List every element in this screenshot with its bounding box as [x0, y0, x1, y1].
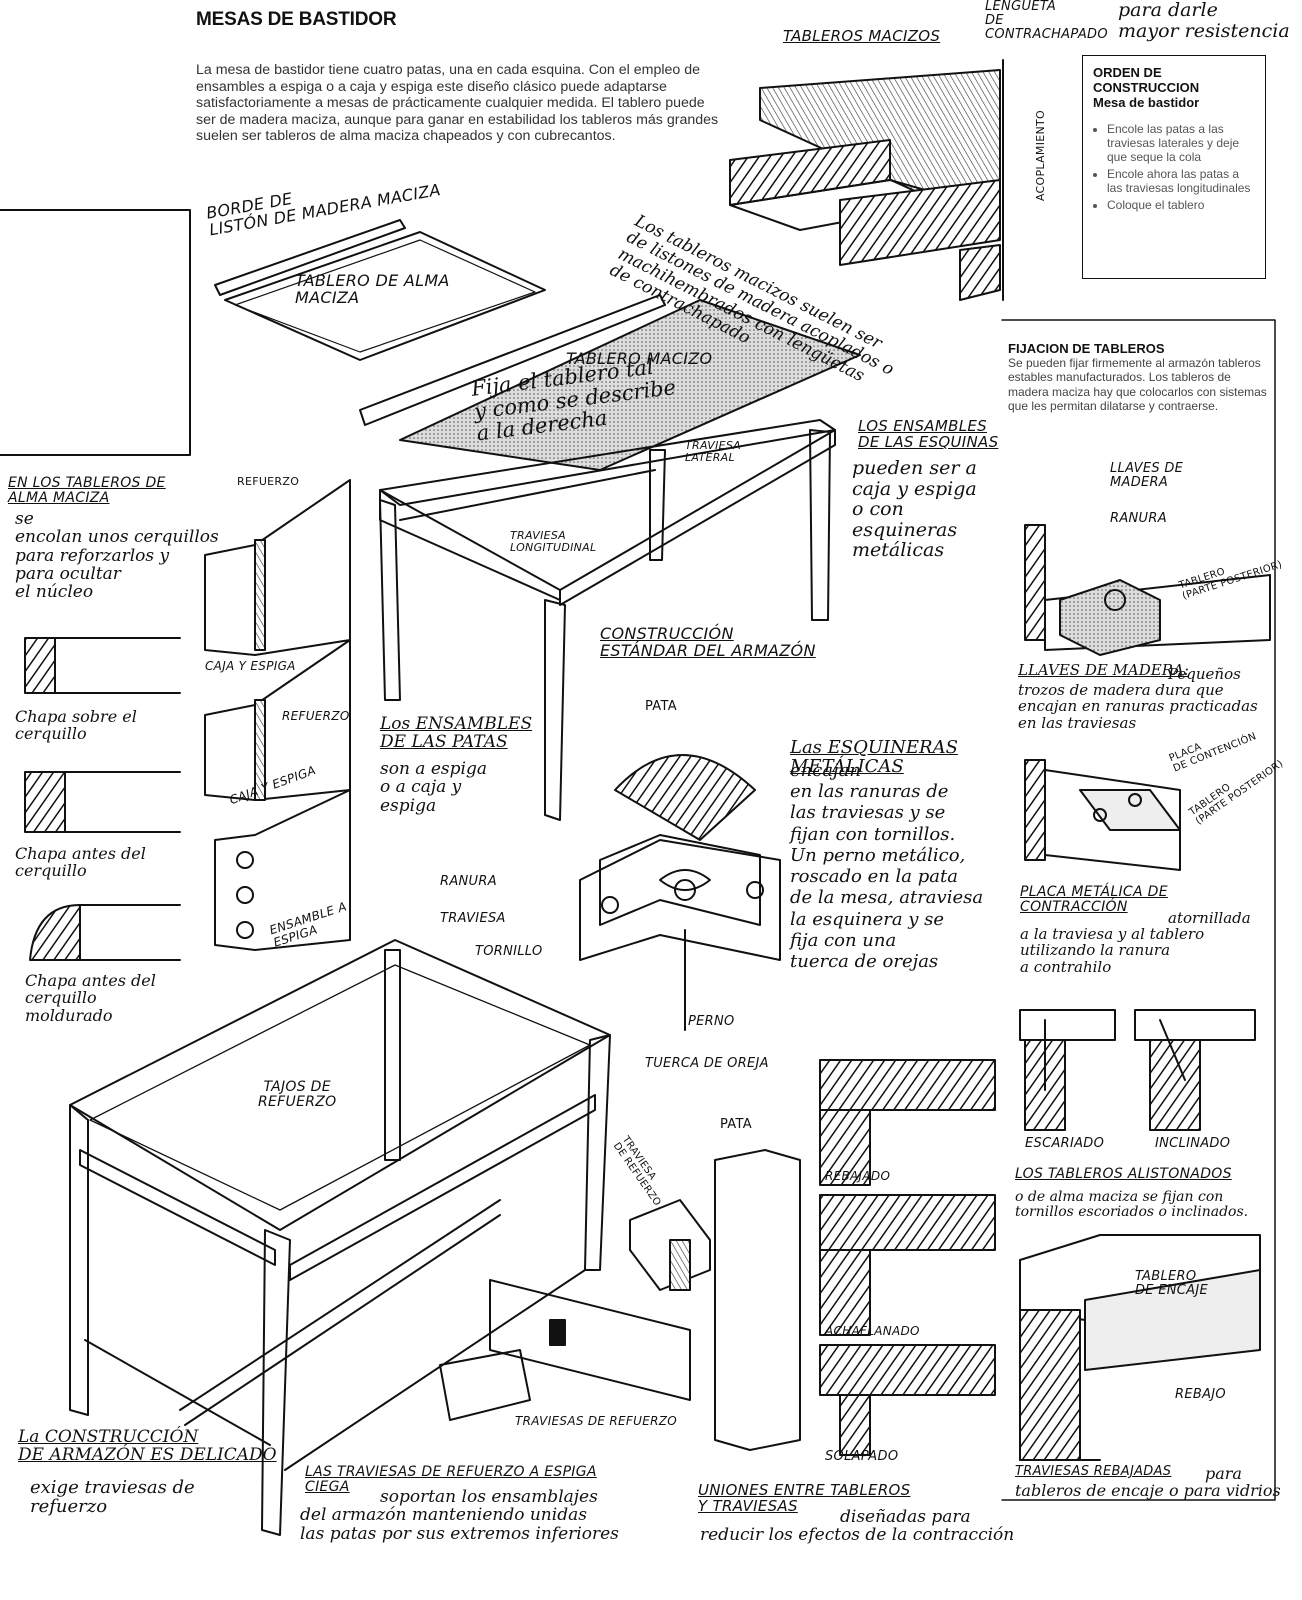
label-rebajo: REBAJO — [1175, 1387, 1226, 1402]
label-chapa-3: Chapa antes del cerquillo moldurado — [25, 971, 156, 1025]
rail-joint-sections-drawing — [819, 1059, 996, 1456]
label-ensambles-esquinas-note: pueden ser a caja y espiga o con esquine… — [852, 457, 977, 562]
contraction-plate-drawing — [1024, 759, 1181, 871]
label-lengueta-note: para darle mayor resistencia — [1118, 0, 1290, 42]
label-solapado: SOLAPADO — [825, 1449, 899, 1464]
label-delicado-note: exige traviesas de refuerzo — [30, 1477, 195, 1518]
label-placa-note-title: PLACA METÁLICA DE CONTRACCIÓN — [1020, 884, 1168, 916]
label-caja-espiga-1: CAJA Y ESPIGA — [205, 659, 296, 673]
order-step: Encole las patas a las traviesas lateral… — [1107, 122, 1255, 164]
label-refuerzo-1: REFUERZO — [237, 475, 300, 488]
label-traviesa: TRAVIESA — [440, 911, 506, 926]
stretcher-table-drawing — [69, 939, 611, 1536]
veneered-board-drawing — [214, 219, 546, 361]
page-title: MESAS DE BASTIDOR — [196, 9, 397, 30]
rebated-rail-drawing — [1019, 1234, 1261, 1461]
label-rebajadas-note: para tableros de encaje o para vidrios — [1015, 1464, 1281, 1501]
label-alma-maciza-note: se encolan unos cerquillos para reforzar… — [15, 509, 219, 603]
label-ranura-2: RANURA — [1110, 511, 1167, 526]
label-escariado: ESCARIADO — [1025, 1136, 1105, 1151]
intro-paragraph: La mesa de bastidor tiene cuatro patas, … — [196, 62, 719, 145]
label-placa-note: atornillada a la traviesa y al tablero u… — [1020, 909, 1251, 976]
label-chapa-2: Chapa antes del cerquillo — [15, 844, 146, 881]
order-step: Encole ahora las patas a las traviesas l… — [1107, 167, 1255, 195]
fix-box-title: FIJACION DE TABLEROS — [1008, 341, 1165, 356]
order-box-title: ORDEN DE CONSTRUCCION — [1093, 65, 1200, 95]
fix-box-text: Se pueden fijar firmemente al armazón ta… — [1008, 356, 1267, 414]
label-uniones-note: diseñadas para reducir los efectos de la… — [700, 1507, 1015, 1546]
label-ranura: RANURA — [440, 874, 497, 889]
label-tablero-alma: TABLERO DE ALMA MACIZA — [295, 271, 450, 308]
label-ciega-note: soportan los ensamblajes del armazón man… — [300, 1487, 619, 1544]
label-tablero-macizo: TABLERO MACIZO — [566, 349, 713, 368]
label-acoplamiento: ACOPLAMIENTO — [1034, 110, 1047, 202]
label-ensambles-patas-title: Los ENSAMBLES DE LAS PATAS — [380, 714, 533, 753]
corner-bracket-drawing — [579, 754, 781, 1031]
label-alma-maciza-title: En LOS TABLEROS DE ALMA MACIZA — [8, 475, 166, 507]
order-box-subtitle: Mesa de bastidor — [1093, 95, 1200, 110]
label-llaves-note-title: LLAVES DE MADERA: — [1018, 661, 1189, 679]
label-rebajadas-title: TRAVIESAS REBAJADAS — [1015, 1464, 1172, 1479]
fix-box: FIJACION DE TABLEROS Se pueden fijar fir… — [1008, 341, 1270, 414]
label-inclinado: INCLINADO — [1155, 1136, 1231, 1151]
label-perno: PERNO — [688, 1014, 735, 1029]
label-rebajado: REBAJADO — [825, 1169, 891, 1183]
standard-frame-drawing — [359, 294, 861, 821]
left-side-frame — [0, 209, 191, 456]
order-box: ORDEN DE CONSTRUCCION Mesa de bastidor E… — [1082, 55, 1266, 279]
label-tuerca: TUERCA DE OREJA — [645, 1056, 769, 1071]
label-pata-2: PATA — [720, 1117, 752, 1132]
label-llaves-note: Pequeños trozos de madera dura que encaj… — [1018, 665, 1258, 732]
screw-detail-drawing — [1019, 1009, 1256, 1131]
right-panel-frame — [1001, 319, 1276, 1501]
label-alistonados-note: o de alma maciza se fijan con tornillos … — [1015, 1189, 1249, 1221]
label-tornillo: TORNILLO — [475, 944, 543, 959]
label-pata: PATA — [645, 699, 677, 714]
wooden-key-drawing — [1024, 524, 1271, 656]
label-traviesas-refuerzo: TRAVIESAS DE REFUERZO — [515, 1414, 677, 1428]
label-uniones-title: UNIONES ENTRE TABLEROS Y TRAVIESAS — [698, 1481, 911, 1516]
label-ensambles-esquinas: LOS ENSAMBLES DE LAS ESQUINAS — [858, 417, 999, 452]
label-esquineras-title: Las ESQUINERAS METÁLICAS — [790, 737, 958, 778]
label-ciega-title: LAS TRAVIESAS DE REFUERZO A ESPIGA CIEGA — [305, 1464, 597, 1496]
solid-boards-drawing — [729, 59, 1004, 301]
order-step: Coloque el tablero — [1107, 198, 1255, 212]
label-achaflanado: ACHAFLANADO — [825, 1324, 920, 1338]
label-llaves-madera: LLAVES DE MADERA — [1110, 461, 1184, 491]
leg-column-drawing — [714, 1149, 801, 1451]
label-esquineras-note: encajan en las ranuras de las traviesas … — [790, 760, 984, 973]
leg-joints-drawing — [204, 479, 351, 951]
edge-banding-drawing — [24, 637, 181, 961]
label-delicado-title: La CONSTRUCCIÓN DE ARMAZÓN ES DELICADO — [18, 1427, 277, 1466]
label-traviesa-lateral: TRAVIESA LATERAL — [685, 439, 741, 464]
label-construccion-estandar: CONSTRUCCIÓN ESTÁNDAR DEL ARMAZÓN — [600, 624, 816, 661]
label-lengueta: LENGÜETA DE CONTRACHAPADO — [985, 0, 1108, 43]
label-ensambles-patas-note: son a espiga o a caja y espiga — [380, 759, 487, 816]
label-refuerzo-2: REFUERZO — [282, 709, 350, 723]
label-traviesa-longitudinal: TRAVIESA LONGITUDINAL — [510, 529, 597, 554]
label-tablero-encaje: TABLERO DE ENCAJE — [1135, 1269, 1209, 1299]
label-tajos: TAJOS DE REFUERZO — [258, 1079, 337, 1111]
stretcher-mortise-drawing — [439, 1199, 711, 1421]
label-alistonados-title: LOS TABLEROS ALISTONADOS — [1015, 1166, 1232, 1182]
label-tableros-macizos: TABLEROS MACIZOS — [783, 27, 941, 45]
label-chapa-1: Chapa sobre el cerquillo — [15, 707, 137, 744]
